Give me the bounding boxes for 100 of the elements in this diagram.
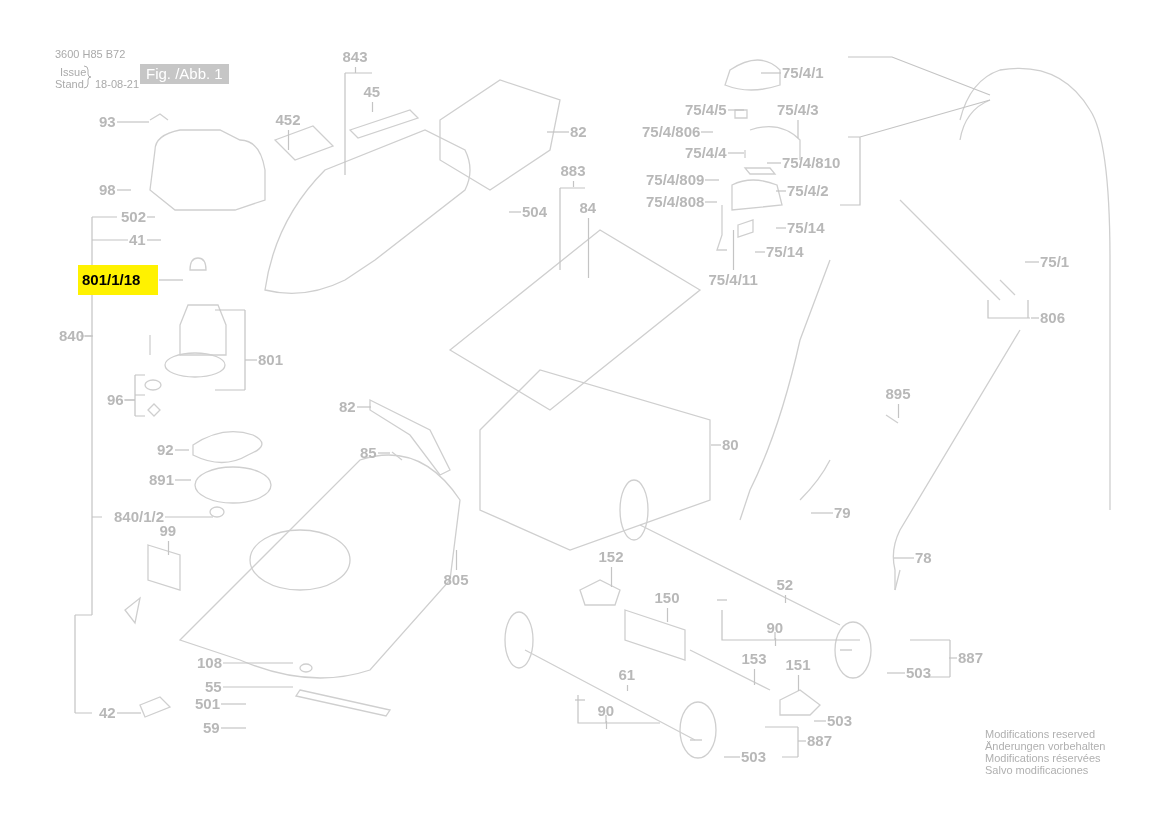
leader-line	[797, 740, 807, 742]
callout-number: 41	[129, 231, 146, 249]
callout-number: 75/4/810	[782, 154, 841, 172]
callout-number: 55	[205, 678, 222, 696]
callout-number: 90	[766, 619, 784, 637]
callout-number: 75/4/2	[787, 182, 829, 200]
callout-number: 75/4/806	[642, 123, 701, 141]
callout-number: 96	[107, 391, 124, 409]
callout-number: 806	[1040, 309, 1066, 327]
leader-line	[220, 727, 247, 729]
callout-number: 42	[99, 704, 116, 722]
note-text: Salvo modificaciones	[985, 764, 1089, 776]
callout-number: 82	[570, 123, 587, 141]
callout-number: 80	[722, 436, 739, 454]
callout-number: 503	[906, 664, 932, 682]
leader-line	[174, 449, 190, 451]
callout-number: 75/4/809	[646, 171, 705, 189]
leader-line	[897, 403, 900, 419]
callout-number: 843	[342, 48, 368, 66]
leader-line	[587, 217, 590, 279]
leader-line	[810, 512, 834, 514]
callout-number: 82	[339, 398, 356, 416]
callout-number: 85	[360, 444, 377, 462]
leader-line	[508, 211, 522, 213]
leader-line	[766, 162, 782, 164]
callout-number: 887	[807, 732, 833, 750]
leader-line	[377, 452, 391, 454]
note-text: Änderungen vorbehalten	[985, 740, 1106, 752]
callout-number: 503	[827, 712, 853, 730]
leader-line	[244, 359, 258, 361]
leader-line	[666, 607, 669, 623]
callout-number: 52	[776, 576, 794, 594]
leader-line	[287, 129, 290, 151]
callout-number: 501	[195, 695, 221, 713]
leader-line	[700, 131, 714, 133]
callout-number: 75/1	[1040, 253, 1070, 271]
callout-number: 75/4/3	[777, 101, 819, 119]
callout-number: 59	[203, 719, 220, 737]
leader-line	[784, 594, 787, 604]
callout-number: 75/4/808	[646, 193, 705, 211]
callout-number: 75/4/11	[708, 271, 758, 289]
leader-line	[727, 109, 745, 111]
callout-number: 92	[157, 441, 174, 459]
callout-number: 75/14	[787, 219, 825, 237]
callout-number: 504	[522, 203, 548, 221]
leader-line	[775, 190, 787, 192]
date-text: 18-08-21	[95, 78, 140, 90]
leader-line	[356, 406, 372, 408]
callout-number: 78	[915, 549, 932, 567]
callout-number: 75/4/4	[685, 144, 727, 162]
callout-number: 153	[741, 650, 767, 668]
callout-number: 75/14	[766, 243, 804, 261]
leader-line	[354, 66, 357, 74]
leader-line	[727, 152, 745, 154]
note-text: Modifications reserved	[985, 728, 1096, 740]
callout-number: 84	[579, 199, 597, 217]
callout-number: 895	[885, 385, 911, 403]
leader-line	[116, 121, 150, 123]
callout-number: 883	[560, 162, 586, 180]
callout-number: 891	[149, 471, 175, 489]
leader-line	[1030, 317, 1040, 319]
leader-line	[546, 131, 570, 133]
callout-number: 75/4/5	[685, 101, 727, 119]
note-text: Modifications réservées	[985, 752, 1101, 764]
callout-number: 93	[99, 113, 116, 131]
leader-line	[754, 251, 766, 253]
leader-line	[572, 180, 575, 188]
callout-number: 75/4/1	[782, 64, 824, 82]
callout-number: 150	[654, 589, 680, 607]
figure-label: Fig. /Abb. 1	[140, 64, 229, 84]
callout-number: 98	[99, 181, 116, 199]
leader-line	[710, 444, 722, 446]
callout-number: 90	[597, 702, 615, 720]
leader-line	[732, 229, 735, 271]
callout-number: 840	[59, 327, 85, 345]
leader-line	[704, 179, 720, 181]
leader-line	[886, 672, 906, 674]
leader-line	[948, 657, 958, 659]
leader-line	[455, 549, 458, 571]
leader-line	[116, 712, 142, 714]
leader-line	[797, 119, 799, 139]
leader-line	[158, 279, 184, 281]
leader-line	[1024, 261, 1040, 263]
leader-line	[704, 201, 718, 203]
leader-line	[174, 479, 192, 481]
callout-number: 452	[275, 111, 301, 129]
leader-line	[723, 756, 741, 758]
callout-number: 108	[197, 654, 223, 672]
callout-number: 887	[958, 649, 984, 667]
callout-number: 801/1/18	[78, 265, 159, 295]
leader-line	[167, 540, 170, 556]
callout-number: 502	[121, 208, 147, 226]
leader-line	[146, 216, 156, 218]
leader-line	[797, 674, 800, 692]
callout-number: 79	[834, 504, 851, 522]
issue-label: Issue	[60, 66, 87, 78]
leader-line	[371, 101, 374, 113]
leader-line	[760, 72, 782, 74]
leader-line	[146, 239, 162, 241]
callout-number: 503	[741, 748, 767, 766]
